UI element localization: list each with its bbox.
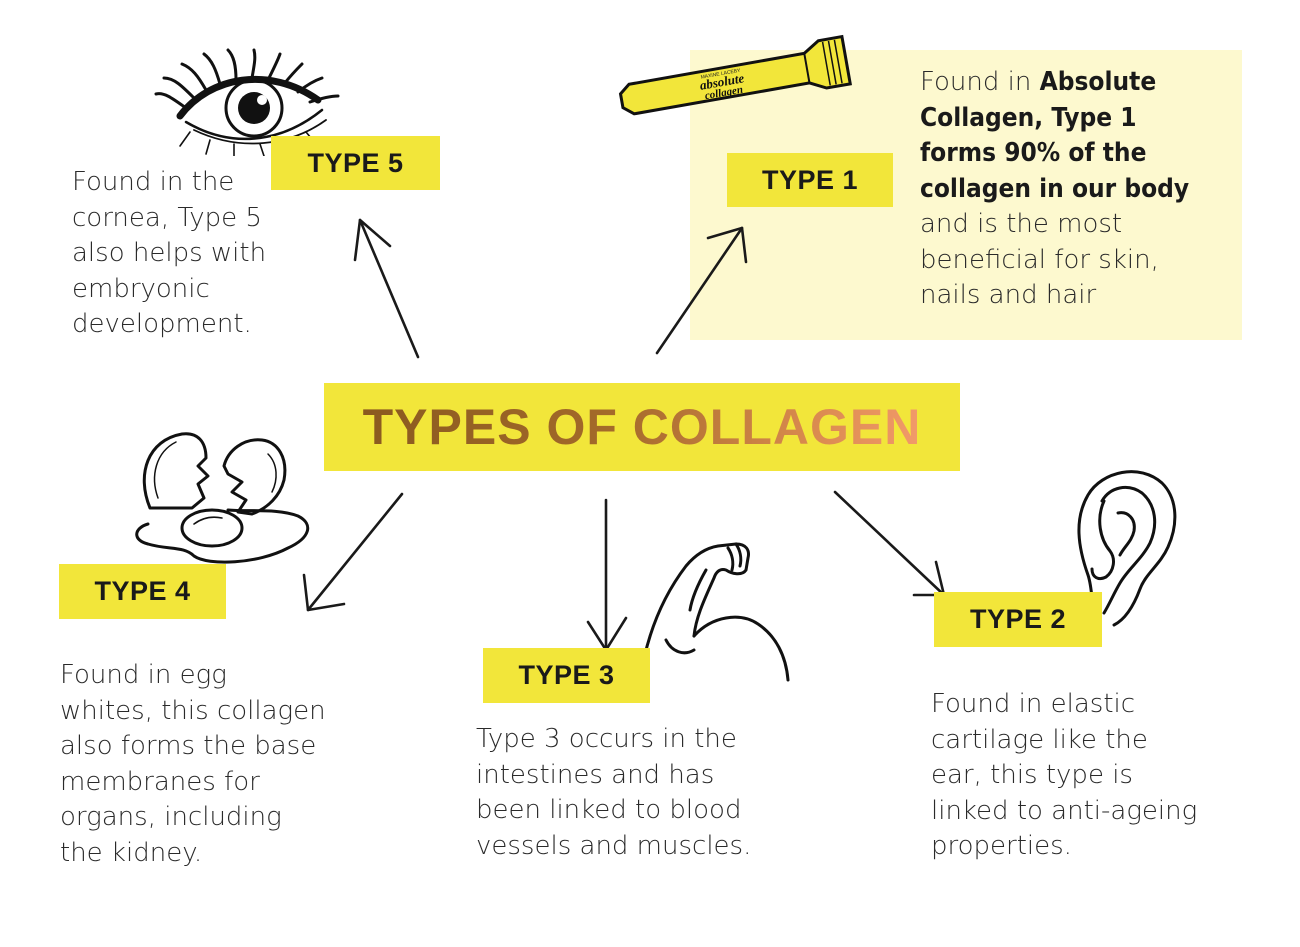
- arrow-to-type5: [353, 218, 420, 359]
- type5-label: TYPE 5: [271, 136, 440, 190]
- bicep-icon: [638, 542, 790, 682]
- type3-description: Type 3 occurs in the intestines and has …: [476, 722, 751, 864]
- type3-line: been linked to blood: [476, 795, 742, 825]
- type4-line: also forms the base: [60, 731, 317, 761]
- type5-description: Found in the cornea, Type 5 also helps w…: [72, 165, 266, 343]
- type1-label: TYPE 1: [727, 153, 893, 207]
- type4-line: the kidney.: [60, 837, 203, 868]
- type2-line: linked to anti-ageing: [931, 795, 1198, 826]
- type1-line: beneficial for skin,: [920, 244, 1159, 275]
- type4-line: membranes for: [60, 766, 260, 797]
- type4-line: organs, including: [60, 802, 282, 832]
- type5-line: Found in the: [72, 167, 235, 197]
- type4-line: Found in egg: [60, 660, 227, 690]
- eye-icon: [154, 48, 340, 156]
- type1-line: and is the most: [920, 209, 1123, 239]
- type3-label: TYPE 3: [483, 648, 650, 703]
- ear-icon: [1077, 470, 1177, 635]
- type2-line: Found in elastic: [931, 689, 1136, 719]
- type2-description: Found in elastic cartilage like the ear,…: [931, 687, 1197, 865]
- type1-bold-line: forms 90% of the: [920, 138, 1147, 168]
- arrow-to-type2: [833, 490, 946, 597]
- type1-bold-line: Collagen, Type 1: [920, 102, 1137, 133]
- type1-description: Found in Absolute Collagen, Type 1 forms…: [920, 65, 1189, 314]
- type2-line: ear, this type is: [931, 760, 1133, 790]
- diagram-title: TYPES OF COLLAGEN: [362, 399, 922, 455]
- type1-bold-line: collagen in our body: [920, 173, 1190, 204]
- type4-label: TYPE 4: [59, 564, 226, 619]
- type5-line: cornea, Type 5: [72, 202, 262, 233]
- type3-line: intestines and has: [476, 759, 715, 790]
- type4-line: whites, this collagen: [60, 695, 326, 726]
- type5-line: embryonic: [72, 273, 210, 304]
- title-box: TYPES OF COLLAGEN: [324, 383, 960, 471]
- type5-line: also helps with: [72, 238, 267, 268]
- type2-line: cartilage like the: [931, 724, 1148, 755]
- type4-description: Found in egg whites, this collagen also …: [60, 658, 326, 871]
- type1-bold-line: Absolute: [1039, 67, 1157, 97]
- arrow-to-type3: [586, 498, 628, 652]
- type5-line: development.: [72, 309, 252, 339]
- arrow-to-type1: [655, 226, 748, 355]
- egg-icon: [135, 432, 310, 564]
- type2-label: TYPE 2: [934, 592, 1102, 647]
- type3-line: Type 3 occurs in the: [476, 724, 737, 754]
- type1-prefix: Found in: [920, 67, 1040, 97]
- type3-line: vessels and muscles.: [476, 830, 752, 861]
- arrow-to-type4: [302, 492, 404, 612]
- type1-line: nails and hair: [920, 280, 1097, 310]
- collagen-sachet-icon: MAXINE LACEBY absolute collagen: [618, 34, 852, 116]
- type2-line: properties.: [931, 831, 1072, 861]
